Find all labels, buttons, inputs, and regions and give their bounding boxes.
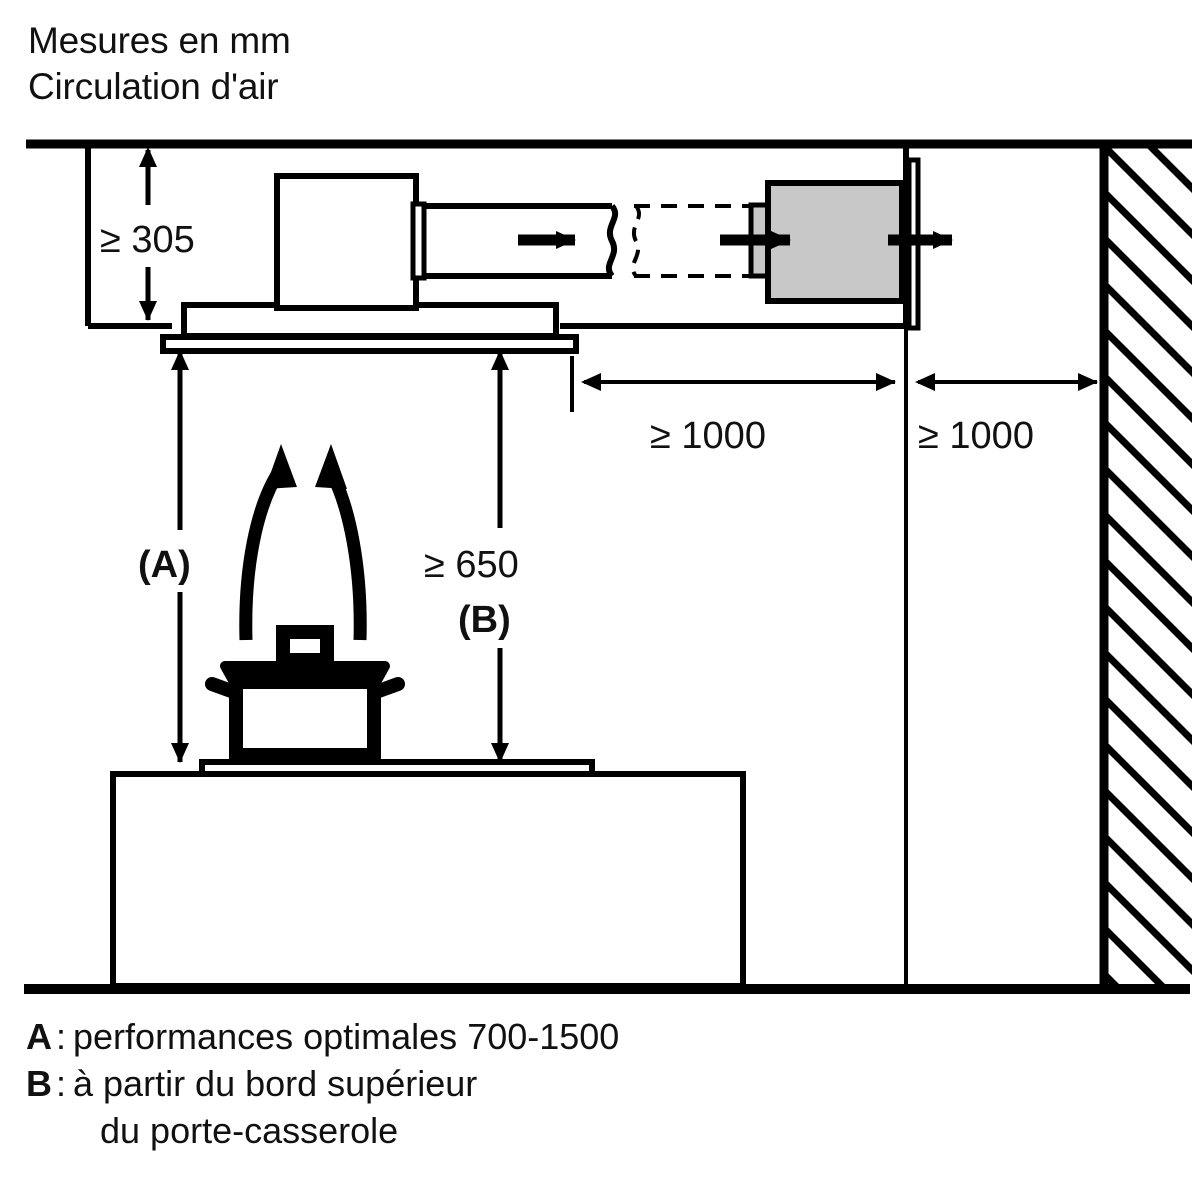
dimension-label-305: ≥ 305 [100,219,195,261]
kitchen-island-cabinet [110,771,746,989]
pot-lid [220,661,390,689]
page-title: Mesures en mm Circulation d'air [28,18,928,110]
legend: A : performances optimales 700-1500 B : … [26,1013,1126,1154]
steam-arrow-left [239,466,286,641]
legend-key-b: B [26,1063,52,1104]
steam-arrow-right [324,466,367,641]
legend-text-b: à partir du bord supérieur [73,1063,478,1104]
legend-item-b: B : à partir du bord supérieur [26,1060,1126,1107]
wall-hatching [1101,140,1192,988]
hood-chimney-box [274,173,419,311]
legend-text-a: performances optimales 700-1500 [73,1016,620,1057]
steam-arrowhead-left [265,444,297,489]
steam-arrowheads [265,444,347,489]
dimension-duct-run: ≥ 1000 [570,356,908,457]
title-line-mode: Circulation d'air [28,66,279,107]
dimension-ceiling-void: ≥ 305 [100,147,260,321]
legend-separator-a: : [56,1016,67,1057]
legend-text-b-continuation: du porte-casserole [100,1110,399,1151]
dimension-b: ≥ 650 (B) [418,350,588,763]
dimension-label-650: ≥ 650 [424,544,519,586]
exhaust-duct [410,201,619,281]
dimension-label-b: (B) [458,599,511,641]
dimension-label-wall-1000: ≥ 1000 [918,415,1034,457]
dimension-label-a: (A) [138,544,191,586]
cooking-pot [205,625,405,764]
steam-arrowhead-right [315,444,347,489]
pot-handle-left [205,677,241,699]
duct-continuation-dashed [630,204,752,278]
legend-key-a: A [26,1016,52,1057]
dimension-a: (A) [130,350,240,763]
dimension-label-duct-1000: ≥ 1000 [650,415,766,457]
steam-flow-arrows [239,466,367,641]
legend-separator-b: : [56,1063,67,1104]
pot-body [229,684,381,762]
dimension-wall-clearance: ≥ 1000 [915,373,1098,457]
title-line-units: Mesures en mm [28,20,291,61]
pot-handle-right [369,677,405,699]
legend-item-a: A : performances optimales 700-1500 [26,1013,1126,1060]
hood-filter-panel [160,334,579,354]
external-fan-motor [748,180,905,304]
hatched-wall [1099,140,1192,988]
pot-lid-knob [276,625,334,667]
